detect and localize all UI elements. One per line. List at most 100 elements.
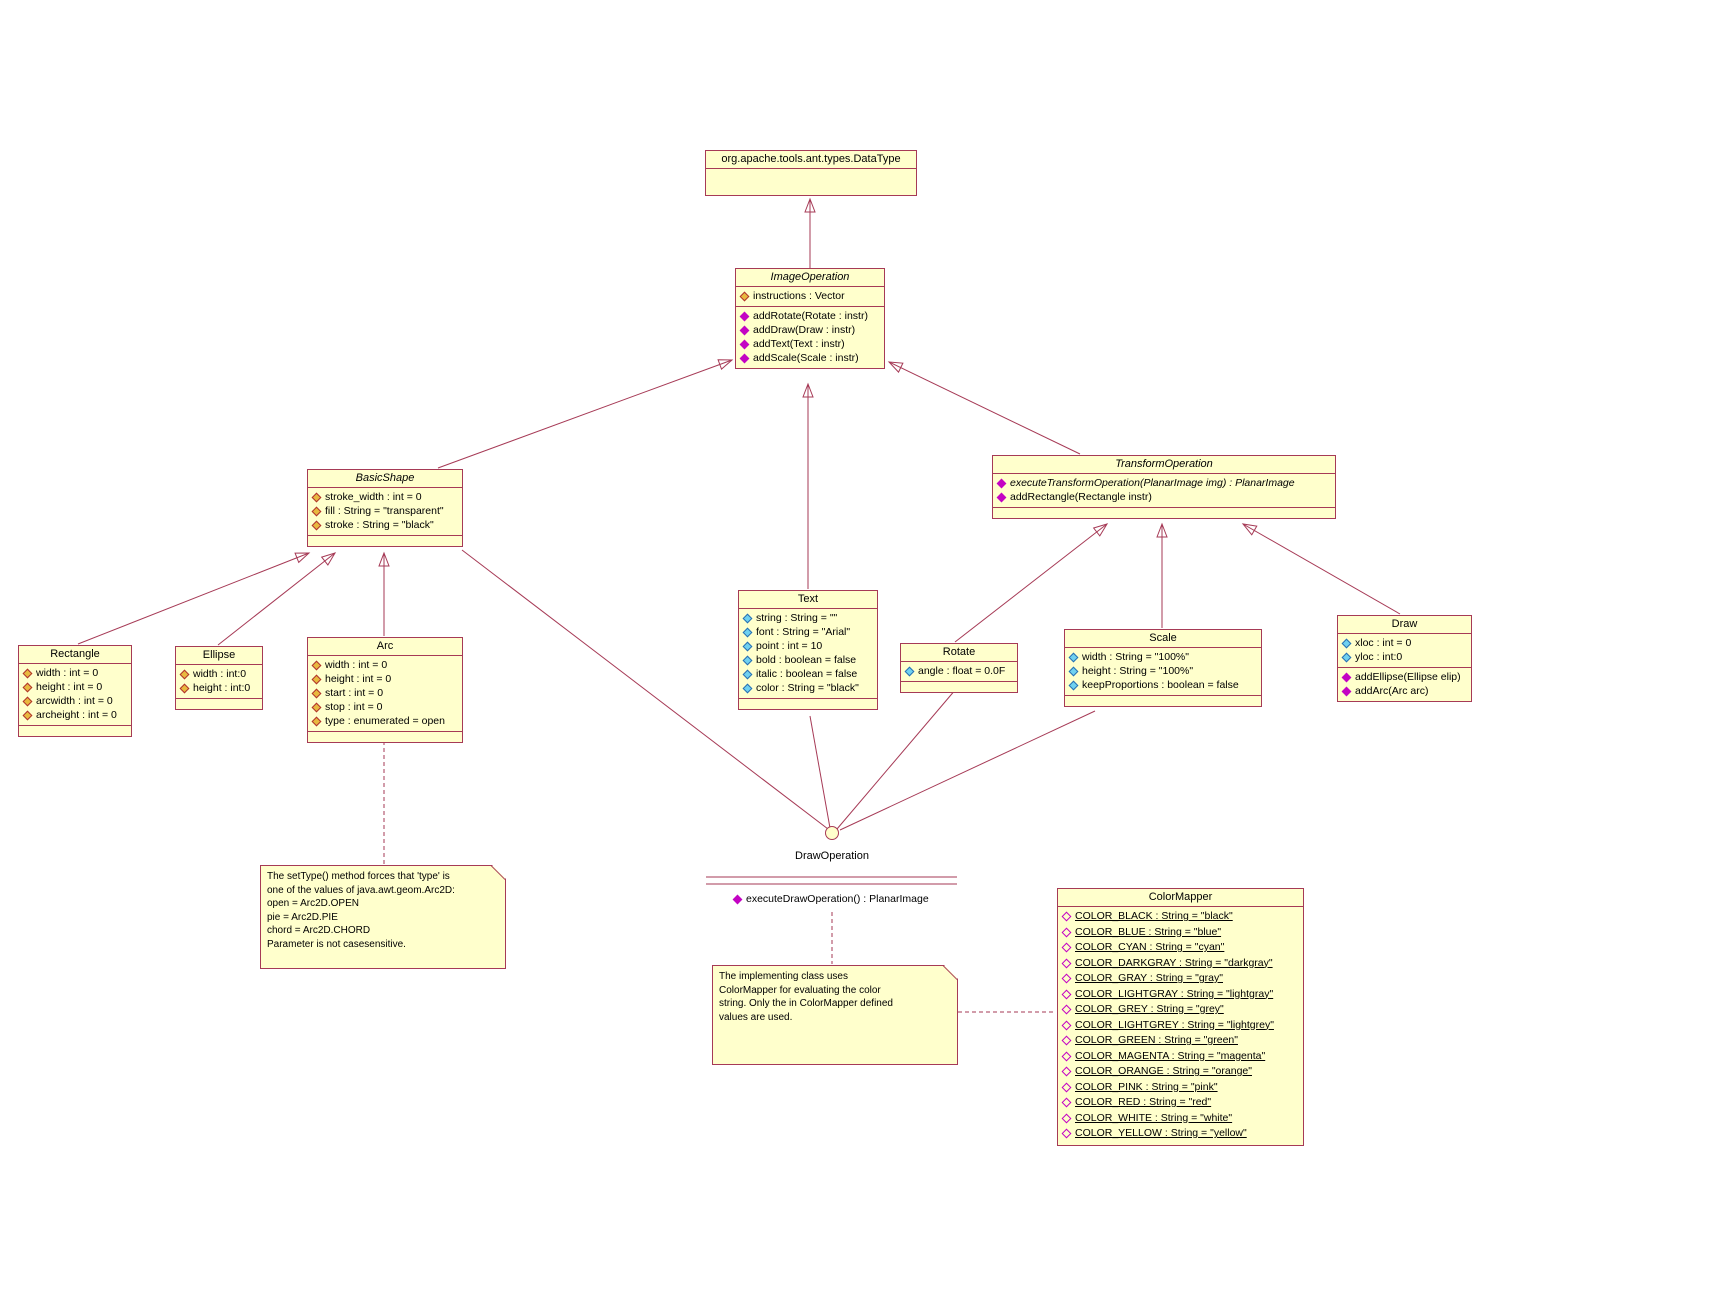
member-text: COLOR_DARKGRAY : String = "darkgray"	[1075, 956, 1273, 969]
operation-icon	[1341, 686, 1353, 697]
member: fill : String = "transparent"	[308, 504, 462, 518]
member-text: xloc : int = 0	[1355, 637, 1412, 649]
member-text: height : int:0	[193, 682, 251, 694]
interface-circle-icon[interactable]	[825, 826, 839, 840]
member-text: addText(Text : instr)	[753, 338, 845, 350]
member: COLOR_WHITE : String = "white"	[1058, 1111, 1303, 1127]
member: yloc : int:0	[1338, 650, 1471, 664]
class-name: Draw	[1391, 618, 1418, 630]
member-text: addRotate(Rotate : instr)	[753, 310, 868, 322]
interface-name: DrawOperation	[795, 850, 869, 862]
member-text: point : int = 10	[756, 640, 823, 652]
member-text: font : String = "Arial"	[756, 626, 851, 638]
generalization-rotate-transformoperation	[954, 523, 1109, 643]
note-text: The implementing class uses ColorMapper …	[719, 971, 893, 1023]
realization-basicshape-drawoperation	[461, 549, 829, 830]
member: COLOR_GREY : String = "grey"	[1058, 1002, 1303, 1018]
attributes-compartment	[706, 168, 916, 195]
class-rotate[interactable]: Rotate angle : float = 0.0F	[900, 643, 1018, 693]
class-name: Arc	[376, 640, 394, 652]
member: width : int = 0	[308, 658, 462, 672]
member: arcwidth : int = 0	[19, 694, 131, 708]
static-attribute-icon	[1061, 1128, 1073, 1139]
operations-compartment	[901, 681, 1017, 692]
static-attribute-icon	[1061, 927, 1073, 938]
member-text: COLOR_GREEN : String = "green"	[1075, 1034, 1238, 1046]
class-name: ColorMapper	[1148, 891, 1213, 903]
member-text: COLOR_GREY : String = "grey"	[1075, 1003, 1224, 1015]
static-attribute-icon	[1061, 1082, 1073, 1093]
operation-icon	[996, 478, 1008, 489]
operation-icon	[996, 492, 1008, 503]
class-text[interactable]: Text string : String = ""font : String =…	[738, 590, 878, 710]
attributes-compartment: instructions : Vector	[736, 286, 884, 306]
attributes-compartment: width : int:0 height : int:0	[176, 664, 262, 698]
protected-attribute-icon	[311, 492, 323, 503]
member-text: COLOR_BLACK : String = "black"	[1075, 910, 1233, 922]
class-colormapper[interactable]: ColorMapper COLOR_BLACK : String = "blac…	[1057, 888, 1304, 1146]
member: italic : boolean = false	[739, 667, 877, 681]
note-colormapper-usage[interactable]: The implementing class uses ColorMapper …	[712, 965, 958, 1065]
member-text: italic : boolean = false	[756, 668, 858, 680]
member: instructions : Vector	[736, 289, 884, 303]
member-text: width : int:0	[193, 668, 247, 680]
protected-attribute-icon	[22, 682, 34, 693]
protected-attribute-icon	[22, 710, 34, 721]
class-scale[interactable]: Scale width : String = "100%"height : St…	[1064, 629, 1262, 707]
member-text: COLOR_MAGENTA : String = "magenta"	[1075, 1049, 1266, 1062]
note-arc-settype[interactable]: The setType() method forces that 'type' …	[260, 865, 506, 969]
class-imageoperation[interactable]: ImageOperation instructions : Vector add…	[735, 268, 885, 369]
member: executeDrawOperation() : PlanarImage	[729, 892, 932, 906]
member-text: color : String = "black"	[756, 682, 859, 694]
operation-icon	[732, 894, 744, 905]
static-attribute-icon	[1061, 1035, 1073, 1046]
member-text: bold : boolean = false	[756, 654, 857, 666]
protected-attribute-icon	[739, 291, 751, 302]
operations-compartment: executeTransformOperation(PlanarImage im…	[993, 473, 1335, 507]
member: COLOR_GRAY : String = "gray"	[1058, 971, 1303, 987]
class-name: TransformOperation	[1115, 458, 1213, 470]
member: COLOR_LIGHTGRAY : String = "lightgray"	[1058, 987, 1303, 1003]
member-text: type : enumerated = open	[325, 715, 445, 727]
member: COLOR_YELLOW : String = "yellow"	[1058, 1126, 1303, 1142]
operation-icon	[1341, 672, 1353, 683]
static-attribute-icon	[1061, 1020, 1073, 1031]
member: addRectangle(Rectangle instr)	[993, 490, 1335, 504]
member: color : String = "black"	[739, 681, 877, 695]
realization-rotate-drawoperation	[836, 688, 957, 830]
public-attribute-icon	[1341, 652, 1353, 663]
protected-attribute-icon	[179, 669, 191, 680]
member: height : int:0	[176, 681, 262, 695]
class-name: ImageOperation	[770, 271, 850, 283]
member: archeight : int = 0	[19, 708, 131, 722]
operations-compartment	[176, 698, 262, 709]
member-text: instructions : Vector	[753, 290, 845, 302]
member: height : int = 0	[308, 672, 462, 686]
member-text: stroke_width : int = 0	[325, 491, 422, 503]
operation-icon	[739, 353, 751, 364]
protected-attribute-icon	[311, 702, 323, 713]
public-attribute-icon	[1341, 638, 1353, 649]
member: COLOR_PINK : String = "pink"	[1058, 1080, 1303, 1096]
member: width : int:0	[176, 667, 262, 681]
member: xloc : int = 0	[1338, 636, 1471, 650]
class-transformoperation[interactable]: TransformOperation executeTransformOpera…	[992, 455, 1336, 519]
member: keepProportions : boolean = false	[1065, 678, 1261, 692]
class-datatype[interactable]: org.apache.tools.ant.types.DataType	[705, 150, 917, 196]
member: addEllipse(Ellipse elip)	[1338, 670, 1471, 684]
member-text: executeDrawOperation() : PlanarImage	[746, 893, 929, 905]
member: COLOR_RED : String = "red"	[1058, 1095, 1303, 1111]
operations-compartment	[308, 731, 462, 742]
protected-attribute-icon	[311, 688, 323, 699]
generalization-transformoperation-imageoperation	[887, 361, 1081, 455]
public-attribute-icon	[904, 666, 916, 677]
static-attribute-icon	[1061, 958, 1073, 969]
realization-text-drawoperation	[809, 715, 831, 829]
member: addDraw(Draw : instr)	[736, 323, 884, 337]
